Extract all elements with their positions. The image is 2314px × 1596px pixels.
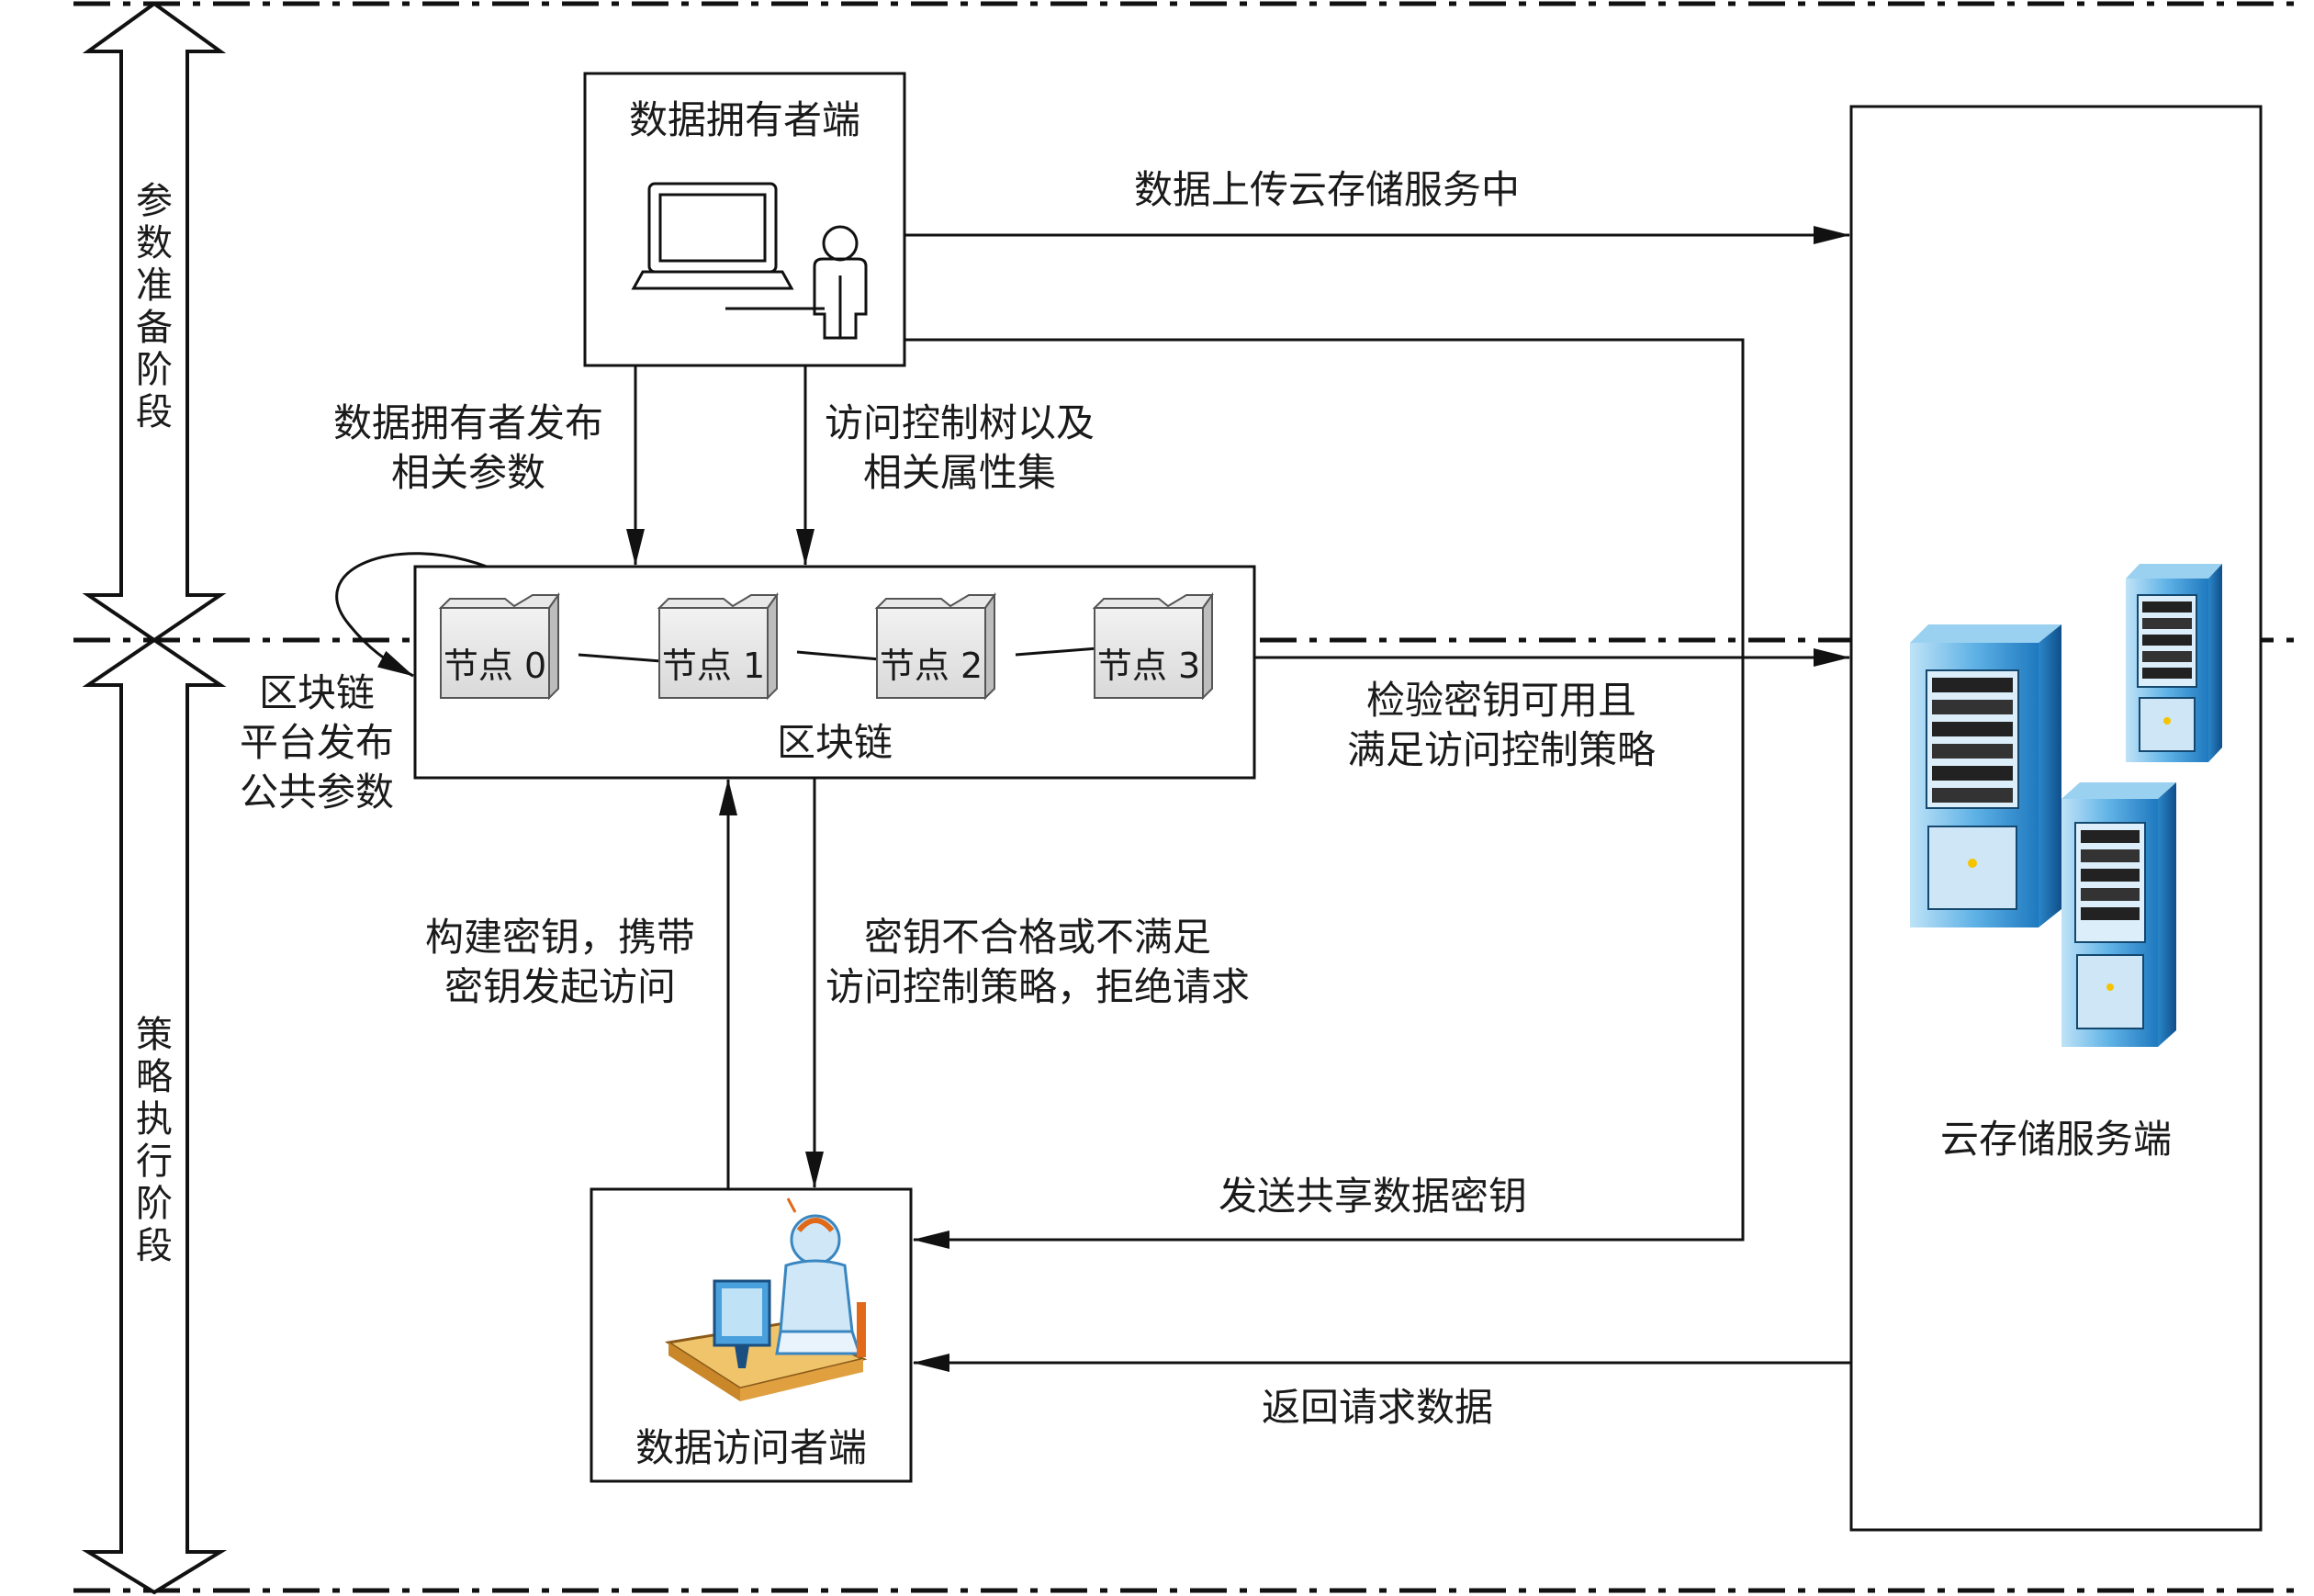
edge-label-upload: 数据上传云存储服务中 [1133,167,1520,212]
edge-label-self-1: 区块链 [258,670,375,715]
edge-label-self-3: 公共参数 [239,770,394,815]
edge-label-publish-params-1: 数据拥有者发布 [332,400,603,445]
server-icon [1910,564,2222,1047]
edge-label-return-data: 返回请求数据 [1261,1385,1493,1430]
edge-label-self-2: 平台发布 [239,720,394,765]
edge-self-loop [335,552,488,678]
cloud-title: 云存储服务端 [1939,1117,2172,1162]
owner-title: 数据拥有者端 [628,97,860,142]
accessor-person-icon [664,1197,868,1401]
edge-label-verify-2: 满足访问控制策略 [1346,727,1656,772]
node-label-1: 节点 1 [661,646,766,686]
edge-label-send-key: 发送共享数据密钥 [1218,1174,1527,1219]
node-shape-2 [874,591,996,701]
edge-label-reject-2: 访问控制策略，拒绝请求 [825,964,1250,1009]
node-label-2: 节点 2 [879,646,983,686]
node-shape-3 [1092,591,1214,701]
node-label-3: 节点 3 [1096,646,1201,686]
edge-label-build-key-1: 构建密钥，携带 [424,915,695,960]
edge-send-key [904,338,1745,1249]
node-label-0: 节点 0 [443,646,547,686]
blockchain-title: 区块链 [776,720,893,765]
owner-box [583,72,906,367]
edge-label-verify-1: 检验密钥可用且 [1365,678,1636,723]
phase-prep-label: 参数准备阶段 [136,180,173,433]
phase-exec-arrow [81,637,228,1595]
edge-label-reject-1: 密钥不合格或不满足 [863,915,1211,960]
edges [335,226,1851,1372]
node-shape-0 [438,591,560,701]
phase-exec-label: 策略执行阶段 [136,1014,173,1267]
edge-label-access-tree-1: 访问控制树以及 [824,400,1095,445]
edge-label-access-tree-2: 相关属性集 [862,450,1056,495]
node-connectors [578,646,1099,663]
edge-label-build-key-2: 密钥发起访问 [444,964,676,1009]
edge-label-publish-params-2: 相关参数 [390,450,545,495]
node-shape-1 [657,591,779,701]
accessor-title: 数据访问者端 [635,1425,867,1470]
computer-user-icon [631,182,868,340]
